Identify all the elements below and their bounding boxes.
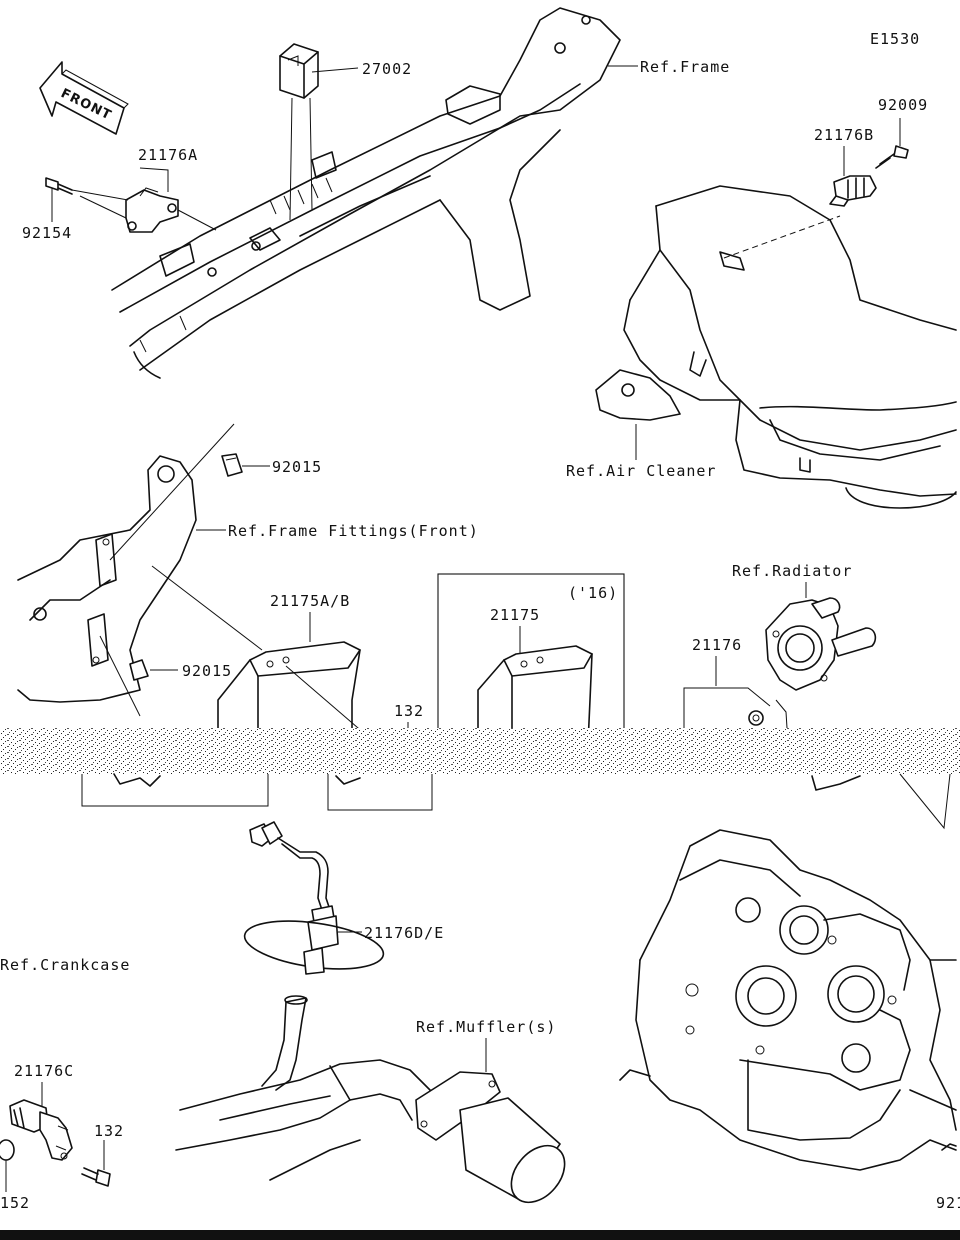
o2-sensor-21176DE-drawing <box>243 821 385 975</box>
part-921-label: 921 <box>936 1194 960 1212</box>
part-132-bottom-label: 132 <box>94 1122 124 1140</box>
bolt-132-bottom-icon <box>81 1140 111 1187</box>
oring-21176-icon <box>748 710 764 726</box>
part-21176B-label: 21176B <box>814 126 874 144</box>
year-note: ('16) <box>568 584 618 602</box>
frame-drawing <box>111 7 621 379</box>
relay-27002-drawing <box>279 43 359 221</box>
part-21176-label: 21176 <box>692 636 742 654</box>
part-132-mid-label: 132 <box>394 702 424 720</box>
crank-sensor-21176C-drawing <box>9 1099 73 1161</box>
exhaust-pipe-drawing <box>175 995 566 1204</box>
part-92015-top-label: 92015 <box>272 458 322 476</box>
screw-92009-icon <box>875 118 909 169</box>
ref-frame-fittings-label: Ref.Frame Fittings(Front) <box>228 522 479 540</box>
bottom-bar <box>0 1230 960 1240</box>
part-92009-label: 92009 <box>878 96 928 114</box>
thermostat-housing-drawing <box>765 597 877 691</box>
ref-air-cleaner-label: Ref.Air Cleaner <box>566 462 716 480</box>
part-152-label: 152 <box>0 1194 30 1212</box>
nut-92015-mid-icon <box>129 659 178 681</box>
ref-crankcase-label: Ref.Crankcase <box>0 956 130 974</box>
part-21176DE-label: 21176D/E <box>364 924 444 942</box>
bolt-92154-icon <box>45 177 129 222</box>
part-21175-label: 21175 <box>490 606 540 624</box>
ref-frame-label: Ref.Frame <box>640 58 730 76</box>
frame-fittings-drawing <box>17 423 263 717</box>
sensor-21176B-drawing <box>829 146 877 207</box>
crankcase-drawing <box>619 829 957 1171</box>
part-92154-label: 92154 <box>22 224 72 242</box>
part-21176A-label: 21176A <box>138 146 198 164</box>
nut-92015-top-icon <box>221 453 270 477</box>
part-21176C-label: 21176C <box>14 1062 74 1080</box>
part-92015-mid-label: 92015 <box>182 662 232 680</box>
air-cleaner-drawing <box>595 185 957 509</box>
oring-152-icon <box>0 1139 15 1192</box>
ecu-21175-drawing <box>477 645 593 745</box>
part-21175AB-label: 21175A/B <box>270 592 350 610</box>
ref-radiator-label: Ref.Radiator <box>732 562 852 580</box>
sensor-21176A-drawing <box>79 167 217 233</box>
front-arrow-icon: FRONT <box>39 61 129 135</box>
ref-mufflers-label: Ref.Muffler(s) <box>416 1018 556 1036</box>
scan-noise-band <box>0 728 960 774</box>
diagram-id: E1530 <box>870 30 920 48</box>
part-27002-label: 27002 <box>362 60 412 78</box>
